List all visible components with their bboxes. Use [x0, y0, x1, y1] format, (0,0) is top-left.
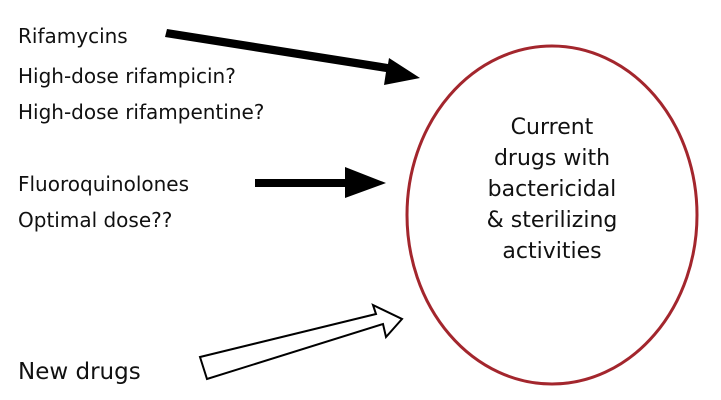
- circle-text-line: drugs with: [493, 146, 611, 171]
- rifamycins-label: Rifamycins: [18, 24, 128, 48]
- circle-text: Current drugs with bactericidal & steril…: [452, 112, 652, 267]
- circle-text-line: activities: [502, 239, 602, 264]
- fluoroquinolones-label: Fluoroquinolones: [18, 172, 190, 196]
- new-drugs-arrow: [198, 303, 404, 381]
- high-dose-rifapentine-label: High-dose rifampentine?: [18, 100, 265, 124]
- fluoroquinolones-arrow: [255, 167, 386, 198]
- rifamycins-arrow: [165, 29, 420, 85]
- circle-text-line: & sterilizing: [486, 208, 618, 233]
- new-drugs-label: New drugs: [18, 359, 141, 385]
- current-drugs-circle: [405, 44, 699, 386]
- circle-text-line: bactericidal: [487, 177, 617, 202]
- high-dose-rifampicin-label: High-dose rifampicin?: [18, 64, 236, 88]
- optimal-dose-label: Optimal dose??: [18, 208, 173, 232]
- circle-text-line: Current: [510, 115, 594, 140]
